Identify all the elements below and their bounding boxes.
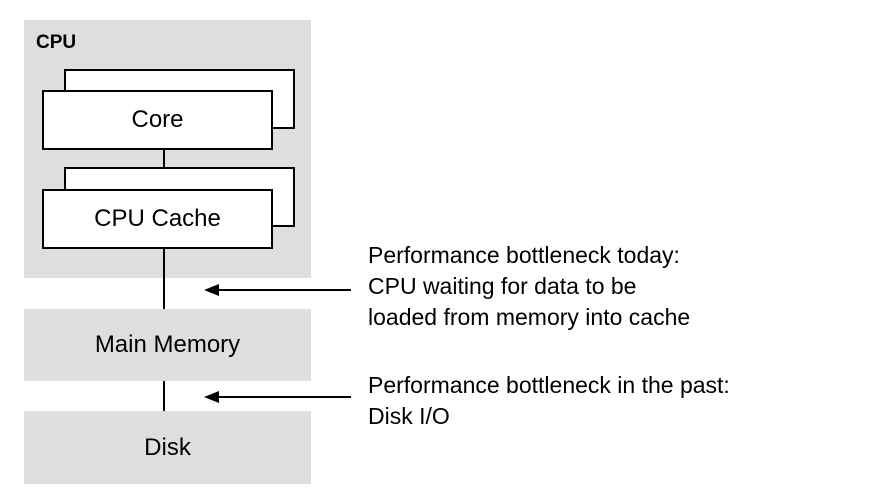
cpu-label: CPU (36, 32, 77, 53)
memory-disk-connector (163, 381, 165, 411)
cache-memory-connector (163, 249, 165, 309)
annotation-bottleneck-past: Performance bottleneck in the past: Disk… (368, 370, 730, 432)
arrow-today-icon (204, 284, 351, 296)
annotation-bottleneck-today: Performance bottleneck today: CPU waitin… (368, 240, 690, 333)
main-memory-box (24, 309, 311, 381)
annotation-line: Performance bottleneck in the past: (368, 372, 730, 398)
core-box: Core (42, 90, 273, 150)
cpu-cache-label: CPU Cache (94, 205, 221, 232)
main-memory-label: Main Memory (94, 331, 241, 358)
cpu-cache-box: CPU Cache (42, 189, 273, 249)
annotation-line: Performance bottleneck today: (368, 242, 680, 268)
annotation-line: Disk I/O (368, 403, 450, 429)
disk-label: Disk (144, 434, 191, 461)
disk-box (24, 411, 311, 484)
annotation-line: CPU waiting for data to be (368, 273, 637, 299)
arrow-past-icon (204, 391, 351, 403)
core-label: Core (131, 106, 184, 133)
annotation-line: loaded from memory into cache (368, 304, 691, 330)
